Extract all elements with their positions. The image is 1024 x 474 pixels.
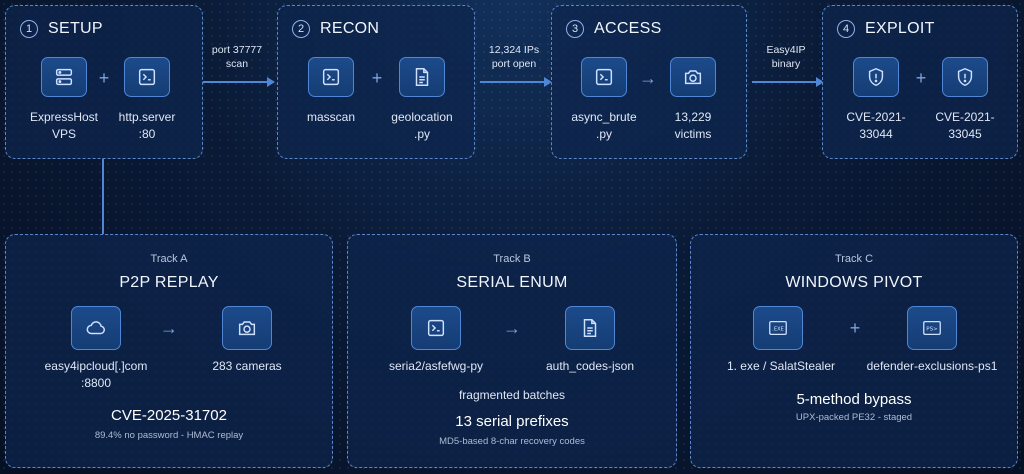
item-label: ExpressHost VPS <box>29 110 99 141</box>
cloud-icon <box>71 306 121 350</box>
track-highlight: 5-method bypass <box>796 391 912 408</box>
track-b-panel: Track B SERIAL ENUM → seria2/asfefwg-py … <box>347 234 677 468</box>
item-label: geolocation .py <box>391 110 453 141</box>
stage-title: RECON <box>320 20 380 37</box>
setup-to-tracks-connector <box>102 159 104 234</box>
track-highlight: 13 serial prefixes <box>455 413 569 430</box>
connector-3-4: Easy4IP binary <box>746 43 826 87</box>
track-detail: 89.4% no password - HMAC replay <box>94 430 244 441</box>
item-label: masscan <box>306 110 356 124</box>
track-label: Track B <box>493 253 531 265</box>
stage-access: 3 ACCESS → async_brute .py 13,229 victims <box>551 5 747 159</box>
track-a-panel: Track A P2P REPLAY → easy4ipcloud[.]com … <box>5 234 333 468</box>
item-label: CVE-2021- 33045 <box>935 110 995 141</box>
stage-title: SETUP <box>48 20 103 37</box>
track-label: Track A <box>150 253 188 265</box>
item-label: easy4ipcloud[.]com :8800 <box>44 359 148 390</box>
connector-label: 12,324 IPs port open <box>488 44 540 70</box>
terminal-icon <box>308 57 354 97</box>
item-label: CVE-2021- 33044 <box>846 110 906 141</box>
track-title: WINDOWS PIVOT <box>785 274 923 291</box>
item-label: 283 cameras <box>212 359 282 373</box>
terminal-icon <box>124 57 170 97</box>
document-icon <box>565 306 615 350</box>
document-icon <box>399 57 445 97</box>
track-note: fragmented batches <box>458 388 566 402</box>
arrow-operator: → <box>503 318 521 338</box>
stage-exploit: 4 EXPLOIT + CVE-2021- 33044 CVE-2021- 330… <box>822 5 1018 159</box>
stage-setup: 1 SETUP + ExpressHost VPS http.server :80 <box>5 5 203 159</box>
plus-operator: + <box>98 68 110 88</box>
exe-file-icon: .EXE <box>753 306 803 350</box>
server-icon <box>41 57 87 97</box>
plus-operator: + <box>915 68 927 88</box>
item-label: seria2/asfefwg-py <box>388 359 484 373</box>
camera-icon <box>222 306 272 350</box>
item-label: http.server :80 <box>118 110 176 141</box>
item-label: 1. exe / SalatStealer <box>726 359 836 373</box>
connector-label: port 37777 scan <box>211 44 263 70</box>
stage-title: EXPLOIT <box>865 20 935 37</box>
ps-glyph: PS> <box>926 326 938 332</box>
item-label: 13,229 victims <box>674 110 712 141</box>
shield-alert-icon <box>853 57 899 97</box>
stage-recon: 2 RECON + masscan geolocation .py <box>277 5 475 159</box>
terminal-icon <box>581 57 627 97</box>
track-detail: UPX-packed PE32 - staged <box>795 412 913 423</box>
exe-glyph: .EXE <box>772 326 783 332</box>
arrow-operator: → <box>639 68 657 88</box>
track-title: SERIAL ENUM <box>456 274 568 291</box>
stage-title: ACCESS <box>594 20 662 37</box>
arrow-operator: → <box>160 318 178 338</box>
track-highlight: CVE-2025-31702 <box>111 407 227 424</box>
connector-1-2: port 37777 scan <box>197 43 277 87</box>
camera-icon <box>670 57 716 97</box>
stage-number: 3 <box>566 20 584 38</box>
terminal-icon <box>411 306 461 350</box>
connector-2-3: 12,324 IPs port open <box>474 43 554 87</box>
track-label: Track C <box>834 253 874 265</box>
item-label: auth_codes-json <box>545 359 635 373</box>
track-detail: MD5-based 8-char recovery codes <box>439 436 585 447</box>
stage-number: 4 <box>837 20 855 38</box>
track-c-panel: Track C WINDOWS PIVOT .EXE + PS> 1. exe … <box>690 234 1018 468</box>
track-title: P2P REPLAY <box>119 274 219 291</box>
plus-operator: + <box>849 318 861 338</box>
item-label: defender-exclusions-ps1 <box>866 359 998 373</box>
connector-label: Easy4IP binary <box>766 44 806 70</box>
item-label: async_brute .py <box>571 110 637 141</box>
powershell-icon: PS> <box>907 306 957 350</box>
plus-operator: + <box>371 68 383 88</box>
stage-number: 2 <box>292 20 310 38</box>
stage-number: 1 <box>20 20 38 38</box>
shield-alert-icon <box>942 57 988 97</box>
